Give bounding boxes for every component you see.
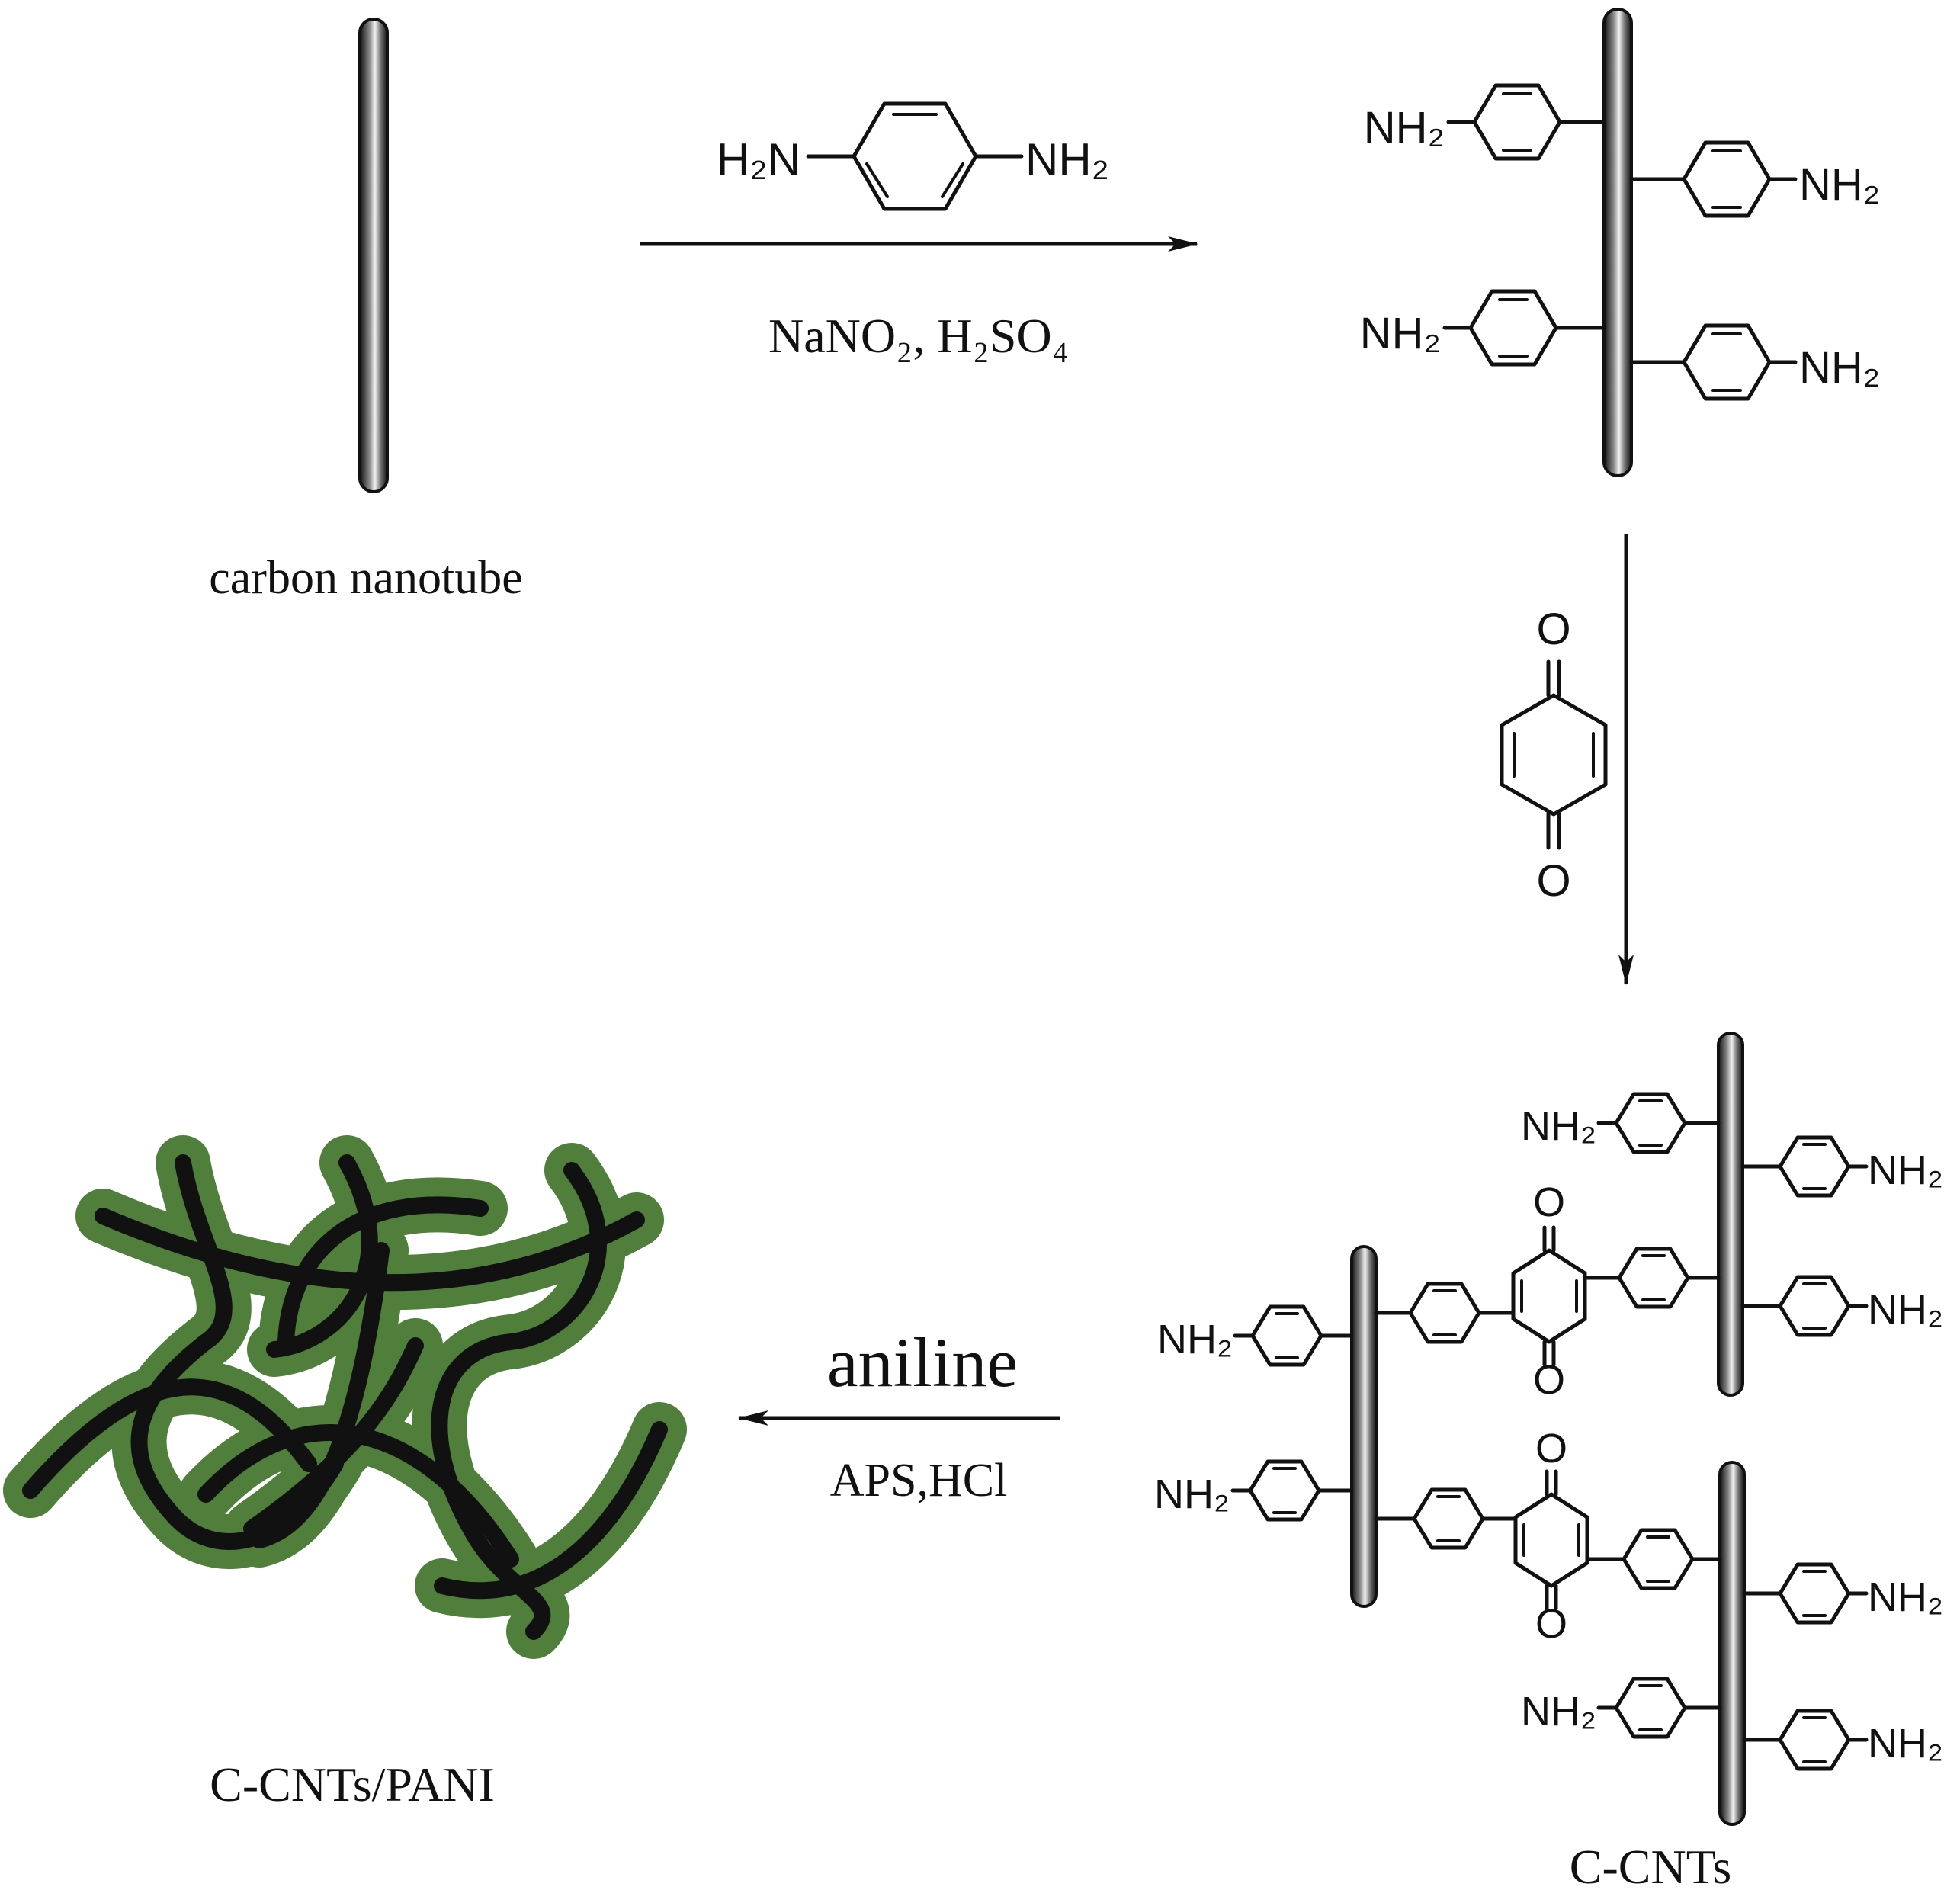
reagent-h2n-group: H₂N [717,134,800,185]
c-cnt-tube [1350,1245,1378,1608]
aminophenyl-branch [1742,1709,1869,1771]
quinone-bridge [1374,1469,1722,1611]
functionalized-nanotube [1602,8,1633,477]
oxygen-label: O [1535,1601,1567,1647]
aminophenyl-branch [1629,140,1798,218]
oxygen-label: O [1536,605,1570,654]
amine-label: NH₂ [1521,1689,1596,1734]
aminophenyl-branch [1596,1677,1722,1739]
c-cnt-tube [1717,1032,1744,1397]
step1-conditions: NaNO₂, H₂SO₄ [768,309,1069,363]
oxygen-label: O [1536,856,1570,906]
amine-label: NH₂ [1154,1471,1230,1517]
amine-label: NH₂ [1364,103,1445,152]
benzoquinone-structure [1500,659,1608,850]
aminophenyl-branch [1629,323,1798,401]
aminophenyl-branch [1596,1092,1721,1154]
step3-conditions: APS,HCl [830,1455,1008,1507]
pristine-nanotube [358,18,389,493]
amine-label: NH₂ [1157,1317,1233,1362]
amine-label: NH₂ [1868,1287,1943,1333]
aminophenyl-branch [1742,1562,1869,1625]
step3-reagent-aniline: aniline [827,1324,1018,1401]
aminophenyl-branch [1233,1304,1354,1367]
pani-coated-nanotube-network [3,1135,687,1659]
aminophenyl-branch [1740,1275,1869,1337]
amine-label: NH₂ [1868,1721,1943,1766]
amine-label: NH₂ [1868,1574,1943,1620]
label-c-cnts-pani: C-CNTs/PANI [210,1757,495,1811]
amine-label: NH₂ [1799,343,1880,393]
p-phenylenediamine-structure [806,101,1024,211]
oxygen-label: O [1533,1179,1565,1225]
quinone-bridge [1374,1225,1721,1367]
amine-label: NH₂ [1799,160,1880,210]
aminophenyl-branch [1740,1135,1869,1198]
c-cnt-tube [1718,1461,1746,1826]
label-c-cnts: C-CNTs [1570,1840,1731,1890]
amine-label: NH₂ [1868,1147,1943,1193]
aminophenyl-branch [1446,83,1606,161]
oxygen-label: O [1533,1357,1565,1403]
label-carbon-nanotube: carbon nanotube [209,552,522,604]
amine-label: NH₂ [1521,1103,1596,1149]
reagent-nh2-group: NH₂ [1025,134,1109,185]
oxygen-label: O [1535,1426,1567,1471]
aminophenyl-branch [1230,1459,1354,1522]
amine-label: NH₂ [1360,309,1441,358]
aminophenyl-branch [1442,289,1606,367]
